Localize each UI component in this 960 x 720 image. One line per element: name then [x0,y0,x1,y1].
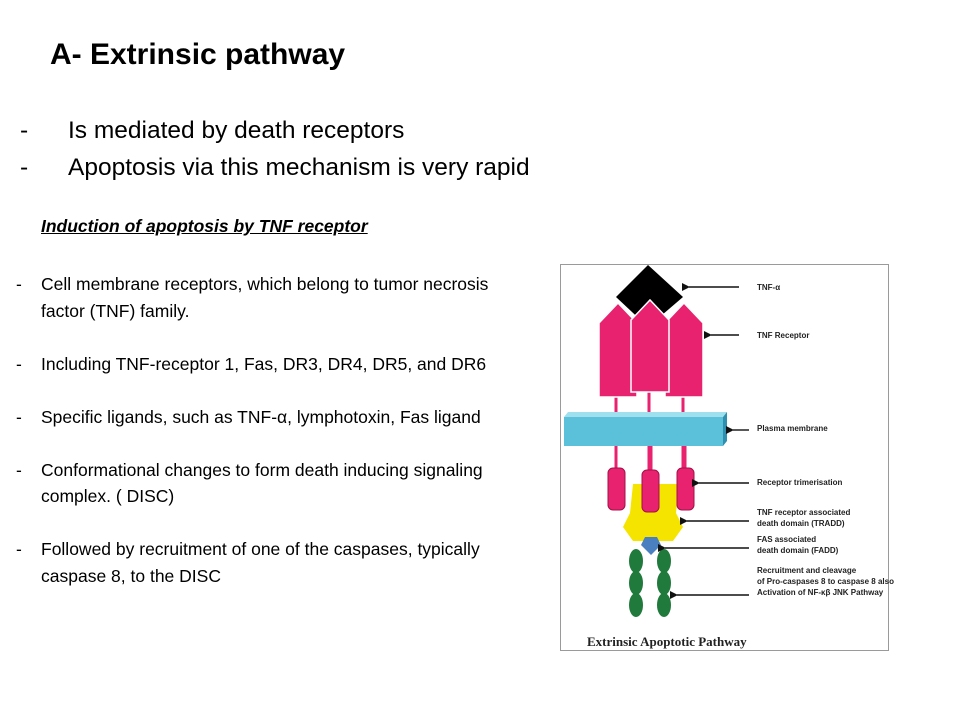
detail-bullet-text: Conformational changes to form death ind… [41,459,483,507]
label-recruit-line1: Recruitment and cleavage [757,566,857,575]
detail-bullet: - Specific ligands, such as TNF-α, lymph… [14,404,534,431]
detail-bullet-text: Including TNF-receptor 1, Fas, DR3, DR4,… [41,353,487,374]
tnf-receptor-center [630,298,670,393]
bullet-dash: - [16,406,22,427]
bullet-dash: - [20,154,29,181]
extrinsic-pathway-figure: TNF-α TNF Receptor Plasma membrane Recep… [560,264,894,651]
detail-bullet: - Conformational changes to form death i… [14,457,534,510]
fadd-domain [641,537,661,555]
main-point-text: Apoptosis via this mechanism is very rap… [68,154,530,181]
plasma-membrane [564,412,727,446]
label-recruit-line2: of Pro-caspases 8 to caspase 8 also [757,577,894,586]
figure-caption: Extrinsic Apoptotic Pathway [587,634,747,649]
detail-bullet-text: Specific ligands, such as TNF-α, lymphot… [41,406,481,427]
label-tnf-receptor: TNF Receptor [757,331,809,340]
main-point: - Apoptosis via this mechanism is very r… [20,149,530,186]
pathway-diagram: TNF-α TNF Receptor Plasma membrane Recep… [564,265,894,649]
label-recruit-line3: Activation of NF-κβ JNK Pathway [757,588,884,597]
bullet-dash: - [16,353,22,374]
procaspase-chains [629,549,671,617]
label-fadd-line1: FAS associated [757,535,816,544]
detail-bullet: - Followed by recruitment of one of the … [14,536,534,589]
bullet-dash: - [16,459,22,480]
label-fadd-line2: death domain (FADD) [757,546,839,555]
detail-bullet: - Cell membrane receptors, which belong … [14,271,534,324]
detail-bullet-text: Followed by recruitment of one of the ca… [41,539,480,586]
label-receptor-trimerisation: Receptor trimerisation [757,478,842,487]
bullet-dash: - [16,539,22,559]
bullet-dash: - [20,117,29,144]
main-point: - Is mediated by death receptors [20,112,530,149]
detail-bullet-text: Cell membrane receptors, which belong to… [41,274,489,321]
label-tnf-alpha: TNF-α [757,283,780,292]
label-tradd-line2: death domain (TRADD) [757,519,845,528]
tnf-receptor-right [664,301,704,398]
trimerised-receptors [607,467,695,513]
main-points-list: - Is mediated by death receptors - Apopt… [20,112,530,186]
section-subheading: Induction of apoptosis by TNF receptor [41,216,368,236]
tnf-alpha-ligand [616,265,683,327]
lower-stalks [614,446,687,472]
slide-title: A- Extrinsic pathway [50,38,346,71]
detail-bullet: - Including TNF-receptor 1, Fas, DR3, DR… [14,351,534,378]
bullet-dash: - [16,274,22,294]
detail-bullet-list: - Cell membrane receptors, which belong … [14,271,534,616]
tnf-receptor-group [598,298,704,398]
label-plasma-membrane: Plasma membrane [757,424,828,433]
label-arrows [658,283,749,599]
main-point-text: Is mediated by death receptors [68,117,405,144]
label-tradd-line1: TNF receptor associated [757,508,850,517]
